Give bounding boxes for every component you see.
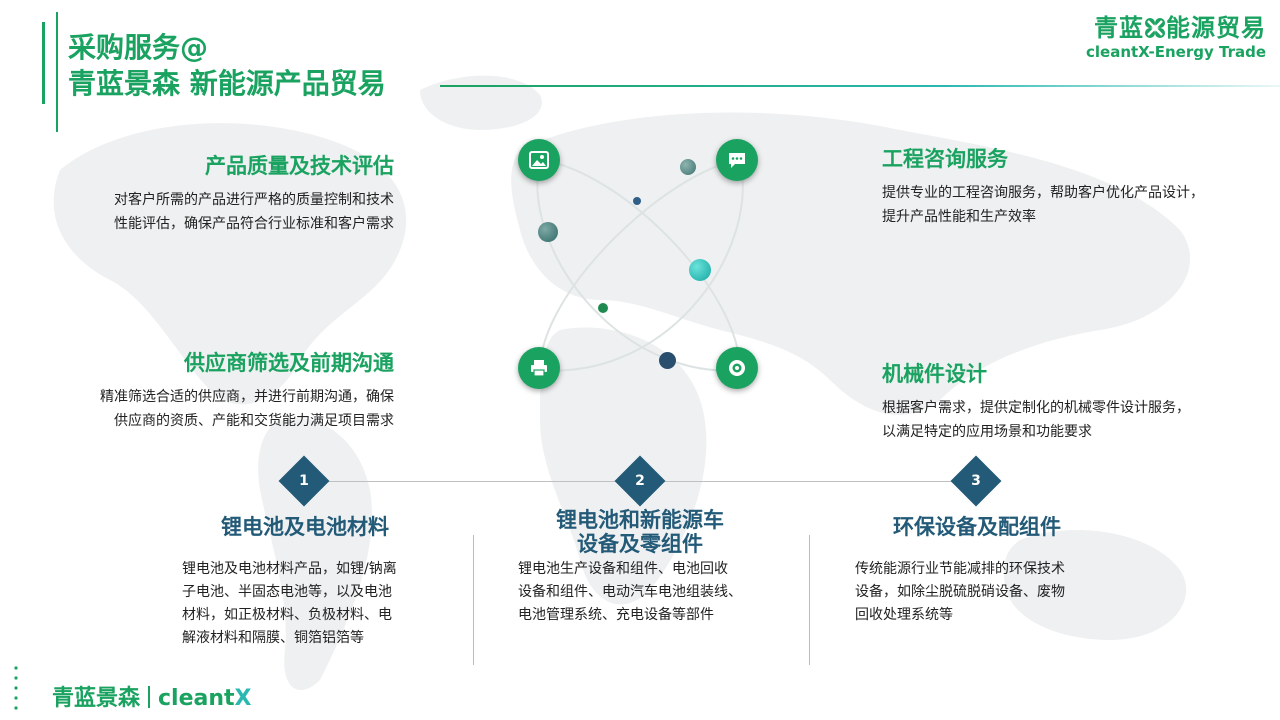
category-description: 传统能源行业节能减排的环保技术 设备，如除尘脱硫脱硝设备、废物 回收处理系统等 bbox=[855, 558, 1125, 627]
footer-brand-en: cleant bbox=[158, 686, 235, 711]
footer-brand-cn: 青蓝景森 bbox=[52, 686, 141, 711]
service-mechanical-design: 机械件设计 根据客户需求，提供定制化的机械零件设计服务， 以满足特定的应用场景和… bbox=[882, 358, 1272, 444]
brand-name-en: cleantX-Energy Trade bbox=[1086, 43, 1266, 61]
footer-brand-x: X bbox=[234, 686, 252, 711]
category-title-line: 设备及零组件 bbox=[577, 532, 703, 556]
page-title: 采购服务@ 青蓝景森 新能源产品贸易 bbox=[68, 30, 386, 102]
service-title: 工程咨询服务 bbox=[882, 147, 1008, 171]
service-text: 提供专业的工程咨询服务，帮助客户优化产品设计， 提升产品性能和生产效率 bbox=[882, 181, 1272, 229]
category-title-line: 锂电池和新能源车 bbox=[556, 508, 724, 532]
service-text-line: 性能评估，确保产品符合行业标准和客户需求 bbox=[114, 216, 394, 232]
category-text-line: 设备，如除尘脱硫脱硝设备、废物 bbox=[855, 584, 1065, 600]
column-divider bbox=[473, 535, 474, 665]
column-divider bbox=[809, 535, 810, 665]
category-description: 锂电池及电池材料产品，如锂/钠离 子电池、半固态电池等，以及电池 材料，如正极材… bbox=[182, 558, 452, 650]
service-text: 对客户所需的产品进行严格的质量控制和技术 性能评估，确保产品符合行业标准和客户需… bbox=[40, 188, 394, 236]
category-title: 环保设备及配组件 bbox=[832, 515, 1122, 539]
title-underline bbox=[440, 85, 1280, 87]
service-supplier-screening: 供应商筛选及前期沟通 精准筛选合适的供应商，并进行前期沟通，确保 供应商的资质、… bbox=[20, 347, 394, 433]
category-text-line: 锂电池生产设备和组件、电池回收 bbox=[518, 561, 728, 577]
category-text-line: 锂电池及电池材料产品，如锂/钠离 bbox=[182, 561, 397, 577]
service-text-line: 根据客户需求，提供定制化的机械零件设计服务， bbox=[882, 400, 1190, 416]
category-title: 锂电池及电池材料 bbox=[160, 515, 450, 539]
category-title-line: 环保设备及配组件 bbox=[893, 515, 1061, 539]
title-accent-bar-thin bbox=[56, 12, 58, 132]
brand-cn-part1: 青蓝 bbox=[1094, 14, 1144, 42]
chat-icon bbox=[716, 139, 758, 181]
page-title-line1: 采购服务@ bbox=[68, 31, 209, 64]
category-text-line: 子电池、半固态电池等，以及电池 bbox=[182, 584, 392, 600]
footer-separator bbox=[148, 686, 151, 708]
decor-dot bbox=[538, 222, 558, 242]
decor-dot bbox=[659, 352, 676, 369]
service-title: 机械件设计 bbox=[882, 362, 987, 386]
service-text-line: 提供专业的工程咨询服务，帮助客户优化产品设计， bbox=[882, 185, 1204, 201]
service-engineering-consulting: 工程咨询服务 提供专业的工程咨询服务，帮助客户优化产品设计， 提升产品性能和生产… bbox=[882, 143, 1272, 229]
center-x-graphic bbox=[536, 159, 744, 372]
service-text-line: 对客户所需的产品进行严格的质量控制和技术 bbox=[114, 192, 394, 208]
step-number: 1 bbox=[299, 473, 309, 489]
printer-icon bbox=[518, 347, 560, 389]
service-text-line: 以满足特定的应用场景和功能要求 bbox=[882, 424, 1092, 440]
target-icon bbox=[716, 347, 758, 389]
service-title: 供应商筛选及前期沟通 bbox=[184, 351, 394, 375]
decor-dot bbox=[598, 303, 608, 313]
footer-logo: 青蓝景森 cleantX bbox=[52, 680, 252, 712]
image-icon bbox=[518, 139, 560, 181]
category-title-line: 锂电池及电池材料 bbox=[221, 515, 389, 539]
category-text-line: 解液材料和隔膜、铜箔铝箔等 bbox=[182, 630, 364, 646]
brand-name-cn: 青蓝 能源贸易 bbox=[1086, 8, 1266, 43]
step-number: 3 bbox=[971, 473, 981, 489]
category-text-line: 材料，如正极材料、负极材料、电 bbox=[182, 607, 392, 623]
clover-x-icon bbox=[1145, 18, 1165, 38]
service-quality-assessment: 产品质量及技术评估 对客户所需的产品进行严格的质量控制和技术 性能评估，确保产品… bbox=[40, 150, 394, 236]
service-text-line: 精准筛选合适的供应商，并进行前期沟通，确保 bbox=[100, 389, 394, 405]
category-text-line: 传统能源行业节能减排的环保技术 bbox=[855, 561, 1065, 577]
page-title-line2: 青蓝景森 新能源产品贸易 bbox=[68, 67, 386, 100]
decor-dot bbox=[633, 197, 641, 205]
footer-dots-decor bbox=[14, 666, 18, 710]
service-text-line: 供应商的资质、产能和交货能力满足项目需求 bbox=[114, 413, 394, 429]
service-text: 根据客户需求，提供定制化的机械零件设计服务， 以满足特定的应用场景和功能要求 bbox=[882, 396, 1272, 444]
service-text: 精准筛选合适的供应商，并进行前期沟通，确保 供应商的资质、产能和交货能力满足项目… bbox=[20, 385, 394, 433]
category-text-line: 回收处理系统等 bbox=[855, 607, 953, 623]
brand-cn-part2: 能源贸易 bbox=[1166, 14, 1266, 42]
decor-dot bbox=[680, 159, 696, 175]
category-description: 锂电池生产设备和组件、电池回收 设备和组件、电动汽车电池组装线、 电池管理系统、… bbox=[518, 558, 798, 627]
category-title: 锂电池和新能源车 设备及零组件 bbox=[495, 508, 785, 556]
category-text-line: 设备和组件、电动汽车电池组装线、 bbox=[518, 584, 742, 600]
decor-dot bbox=[689, 259, 711, 281]
brand-logo: 青蓝 能源贸易 cleantX-Energy Trade bbox=[1086, 8, 1266, 61]
service-title: 产品质量及技术评估 bbox=[205, 154, 394, 178]
title-accent-bar bbox=[42, 22, 45, 104]
step-number: 2 bbox=[635, 473, 645, 489]
service-text-line: 提升产品性能和生产效率 bbox=[882, 209, 1036, 225]
category-text-line: 电池管理系统、充电设备等部件 bbox=[518, 607, 714, 623]
